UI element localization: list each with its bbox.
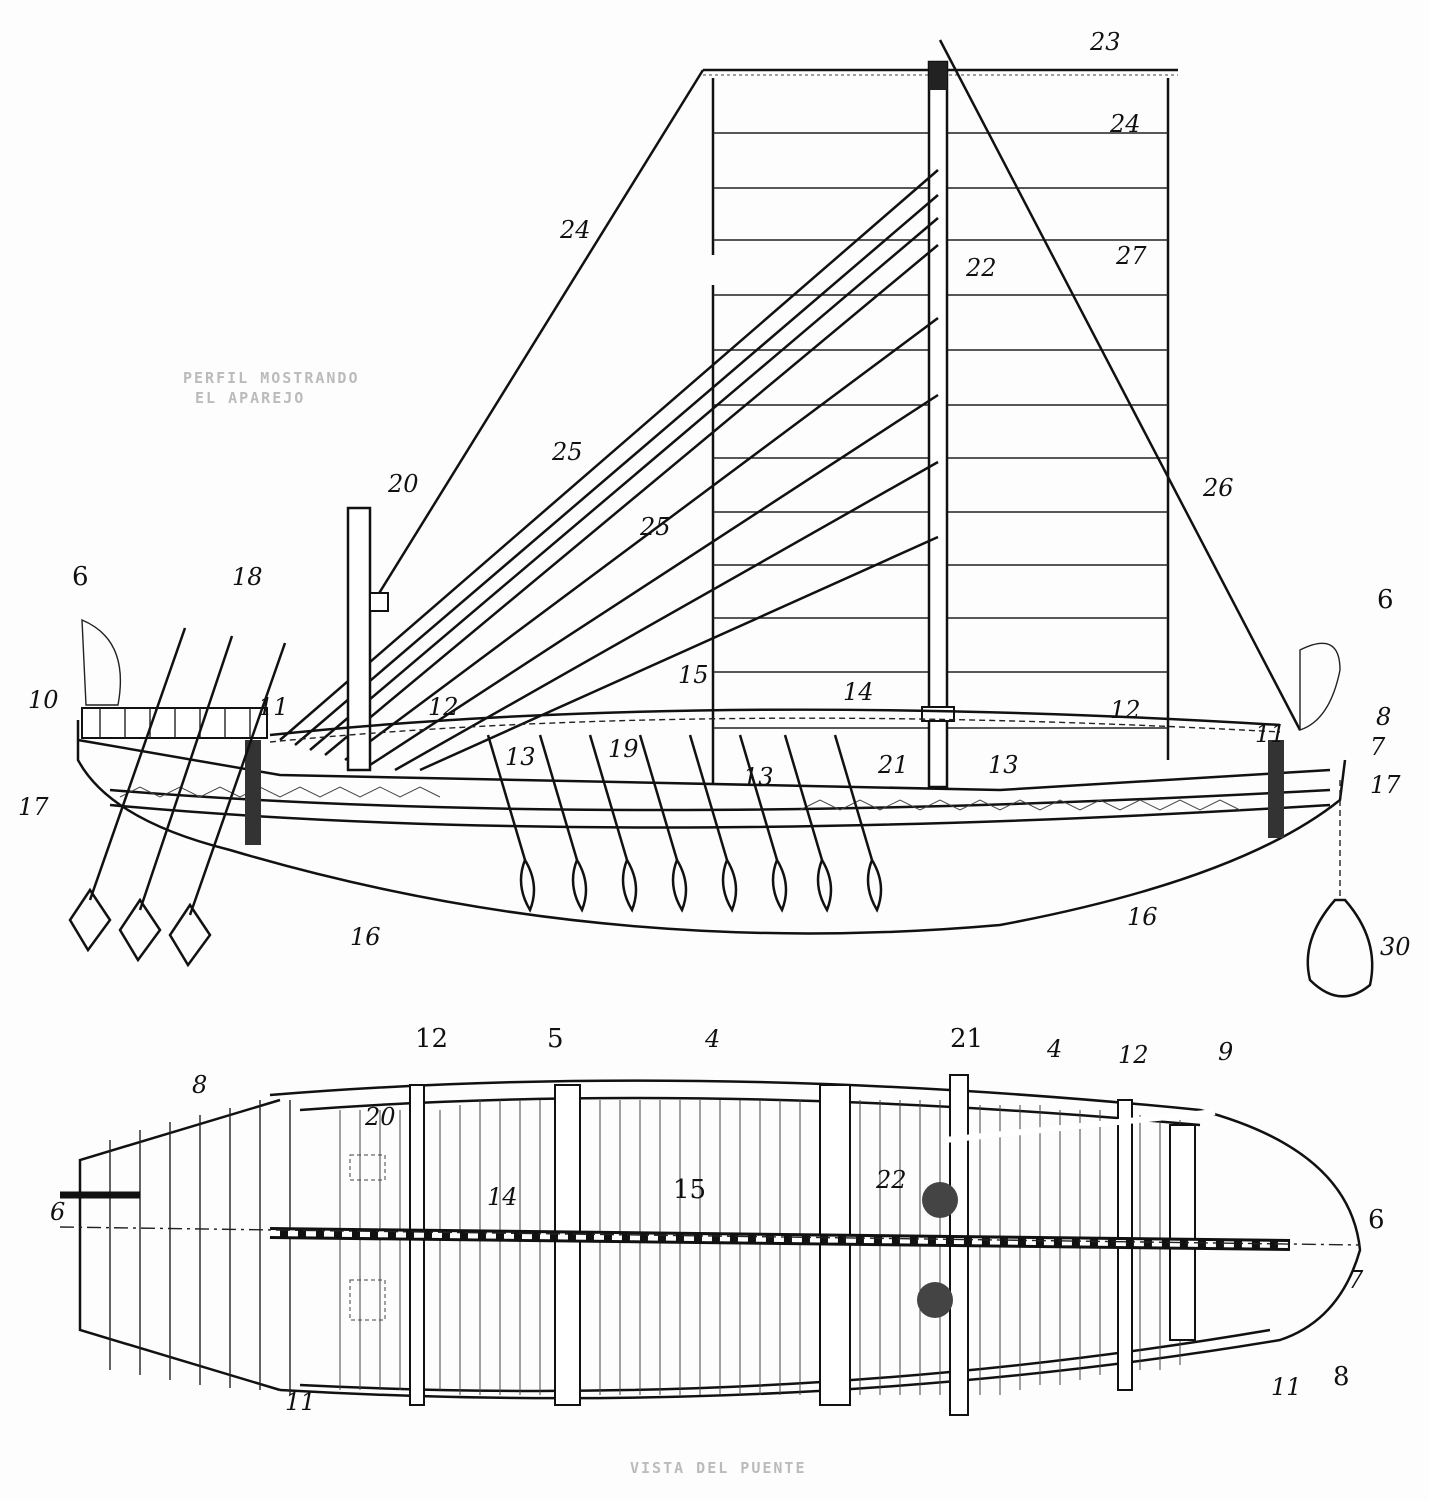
part-label: 24 — [1109, 110, 1141, 138]
part-label: 11 — [1255, 720, 1286, 748]
side-view — [68, 39, 1374, 998]
part-label: 20 — [387, 470, 419, 498]
stern-ornament — [81, 618, 122, 706]
part-label: 14 — [487, 1183, 518, 1211]
hogging-truss — [269, 708, 1281, 737]
part-label: 15 — [678, 661, 709, 689]
deck-outline — [269, 1079, 1362, 1400]
deck-view — [59, 1074, 1362, 1416]
anchor-stone — [1306, 898, 1374, 998]
part-label: 19 — [608, 735, 639, 763]
part-label: 12 — [1118, 1041, 1149, 1069]
part-label: 12 — [428, 693, 459, 721]
forestay — [376, 69, 705, 596]
deck-view-caption: VISTA DEL PUENTE — [630, 1459, 807, 1477]
part-label: 4 — [704, 1025, 720, 1053]
part-label: 16 — [1127, 903, 1158, 931]
lifts — [279, 169, 939, 772]
part-label: 8 — [192, 1071, 207, 1099]
part-label: 13 — [743, 763, 774, 791]
cross-beams — [409, 1074, 1196, 1416]
part-label: 13 — [505, 743, 536, 771]
part-label: 22 — [875, 1166, 907, 1194]
part-label: 12 — [1110, 696, 1141, 724]
part-label: 21 — [950, 1024, 983, 1054]
part-label: 30 — [1380, 933, 1411, 961]
part-label: 22 — [965, 254, 997, 282]
part-label: 25 — [639, 513, 671, 541]
part-label: 10 — [28, 686, 59, 714]
oars — [486, 734, 883, 913]
post — [346, 506, 372, 772]
part-label: 6 — [50, 1198, 65, 1226]
part-label: 17 — [1370, 771, 1401, 799]
part-label: 7 — [1348, 1266, 1364, 1294]
mast-step — [922, 1182, 958, 1218]
part-label: 16 — [350, 923, 381, 951]
part-label: 9 — [1218, 1038, 1233, 1066]
part-label: 25 — [551, 438, 583, 466]
part-label: 17 — [18, 793, 49, 821]
part-label: 11 — [285, 1388, 316, 1416]
part-label: 4 — [1046, 1035, 1062, 1063]
steering-oars — [68, 627, 287, 968]
part-label: 26 — [1202, 474, 1234, 502]
side-view-labels: 23 24 24 22 27 25 25 20 26 6 18 6 10 15 … — [18, 28, 1411, 961]
bow-lashing — [1268, 740, 1284, 838]
part-label: 5 — [547, 1024, 564, 1054]
part-label: 20 — [364, 1103, 396, 1131]
part-label: 23 — [1089, 28, 1121, 56]
part-label: 14 — [843, 678, 874, 706]
stern-lashing — [245, 740, 261, 845]
part-label: 11 — [258, 693, 289, 721]
part-label: 11 — [1271, 1373, 1302, 1401]
bow-ornament — [1299, 642, 1341, 731]
part-label: 12 — [415, 1024, 448, 1054]
part-label: 13 — [988, 751, 1019, 779]
part-label: 6 — [1368, 1205, 1385, 1235]
backstay — [938, 39, 1302, 731]
deck-view-labels: 12 5 4 21 4 12 9 8 20 22 14 15 6 6 7 11 … — [50, 1024, 1385, 1416]
part-label: 8 — [1376, 703, 1391, 731]
part-label: 8 — [1333, 1362, 1350, 1392]
part-label: 6 — [72, 562, 89, 592]
part-label: 21 — [877, 751, 909, 779]
part-label: 24 — [559, 216, 591, 244]
part-label: 27 — [1115, 242, 1147, 270]
hull — [76, 720, 1347, 935]
part-label: 15 — [673, 1175, 706, 1205]
side-view-caption: PERFIL MOSTRANDO — [183, 369, 360, 387]
side-view-caption-2: EL APAREJO — [195, 389, 305, 407]
part-label: 6 — [1377, 585, 1394, 615]
part-label: 7 — [1370, 733, 1386, 761]
part-label: 18 — [232, 563, 263, 591]
